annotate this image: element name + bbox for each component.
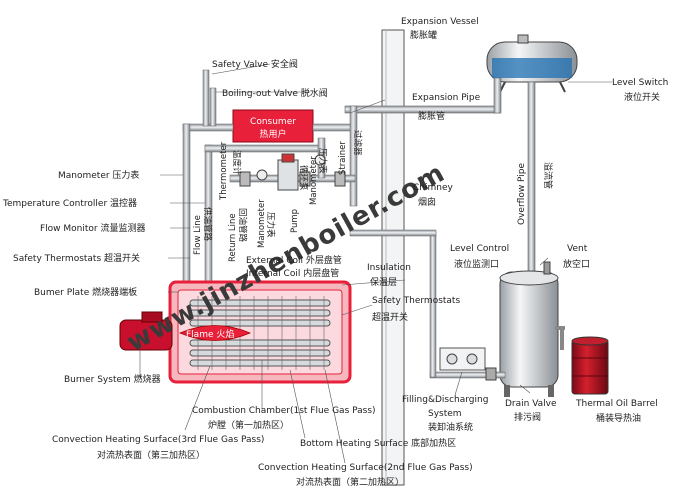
external-coil-label: External Coil 外层盘管 bbox=[246, 254, 342, 266]
expansion-pipe-label-cn: 膨胀管 bbox=[418, 110, 445, 122]
drain-valve-label-en: Drain Valve bbox=[505, 399, 557, 409]
expansion-vessel bbox=[486, 34, 578, 93]
overflow-pipe bbox=[527, 81, 536, 273]
drain-valve-label-cn: 排污阀 bbox=[514, 411, 541, 423]
safety-valve-label: Safety Valve 安全阀 bbox=[212, 58, 298, 70]
manometer-mid-label-cn: 压力表 bbox=[265, 212, 276, 238]
internal-coil-label: Internal Coil 内层盘管 bbox=[246, 267, 339, 279]
expansion-vessel-label-cn: 膨胀罐 bbox=[410, 29, 437, 41]
convection-2nd-label-cn: 对流热表面（第二加热区） bbox=[296, 476, 404, 488]
safety-thermostats-right-label-cn: 超温开关 bbox=[372, 311, 408, 323]
level-control-label-cn: 液位监测口 bbox=[454, 258, 499, 270]
pump-assembly bbox=[239, 153, 346, 191]
manometer-right-label-cn: 压力表 bbox=[317, 148, 328, 174]
chimney bbox=[381, 29, 405, 486]
pump-label-cn: 循环泵 bbox=[298, 165, 309, 191]
vent-label-cn: 放空口 bbox=[563, 258, 590, 270]
manometer-right-label-en: Manometer bbox=[309, 156, 319, 205]
expansion-pipe-label-en: Expansion Pipe bbox=[412, 93, 481, 103]
boiler-body: Flame 火焰 bbox=[168, 280, 352, 384]
manometer-mid-label-en: Manometer bbox=[257, 199, 267, 248]
safety-thermostats-left-label: Safety Thermostats 超温开关 bbox=[13, 252, 140, 264]
expansion-vessel-label-en: Expansion Vessel bbox=[401, 17, 479, 27]
thermal-oil-barrel-label-cn: 桶装导热油 bbox=[596, 412, 641, 424]
labels: Expansion Vessel 膨胀罐 Safety Valve 安全阀 Bo… bbox=[2, 17, 668, 488]
flow-monitor-label: Flow Monitor 流量监测器 bbox=[40, 222, 145, 234]
bottom-heating-label: Bottom Heating Surface 底部加热区 bbox=[300, 437, 456, 449]
boiling-out-valve-label: Boiling-out Valve 脱水阀 bbox=[222, 87, 328, 99]
thermometer-label-en: Thermometer bbox=[219, 141, 229, 201]
insulation-label-en: Insulation bbox=[367, 263, 411, 273]
level-switch-label-en: Level Switch bbox=[612, 78, 668, 88]
safety-thermostats-right-label-en: Safety Thermostats bbox=[372, 296, 460, 306]
consumer-label-cn: 热用户 bbox=[259, 128, 286, 140]
level-control-label-en: Level Control bbox=[450, 244, 509, 254]
leader-lines bbox=[139, 63, 612, 464]
filling-label-cn: 装卸油系统 bbox=[428, 421, 473, 433]
combustion-chamber-label-cn: 炉膛（第一加热区） bbox=[208, 419, 289, 431]
thermal-oil-barrel-label-en: Thermal Oil Barrel bbox=[575, 399, 658, 409]
expansion-pipe bbox=[344, 77, 502, 114]
combustion-chamber-label-en: Combustion Chamber(1st Flue Gas Pass) bbox=[192, 406, 376, 416]
burner-plate-label: Bumer Plate 燃烧器端板 bbox=[34, 286, 137, 298]
temperature-controller-label: Temperature Controller 温控器 bbox=[2, 197, 137, 209]
strainer-label-en: Strainer bbox=[338, 141, 348, 175]
return-line-label-cn: 回油管路 bbox=[237, 208, 248, 243]
overflow-pipe-label-cn: 溢流管 bbox=[542, 162, 554, 189]
filling-label-en-2: System bbox=[428, 409, 462, 419]
flow-line-label-cn: 供油管路 bbox=[202, 207, 213, 242]
overflow-pipe-label-en: Overflow Pipe bbox=[517, 163, 527, 225]
chimney-label-cn: 烟囱 bbox=[418, 196, 436, 208]
consumer: Consumer 热用户 bbox=[232, 109, 314, 143]
pump-label-en: Pump bbox=[290, 209, 300, 233]
convection-2nd-label-en: Convection Heating Surface(2nd Flue Gas … bbox=[258, 463, 473, 473]
manometer-left-label: Manometer 压力表 bbox=[58, 169, 139, 181]
flame-label: Flame 火焰 bbox=[186, 328, 234, 340]
level-switch-label-cn: 液位开关 bbox=[624, 91, 660, 103]
return-line-label-en: Return Line bbox=[228, 213, 238, 262]
vent-label-en: Vent bbox=[567, 244, 588, 254]
storage-tank bbox=[499, 261, 559, 397]
insulation-label-cn: 保温层 bbox=[370, 276, 397, 288]
burner-system-label: Burner System 燃烧器 bbox=[64, 373, 161, 385]
thermometer-label-cn: 温度计 bbox=[231, 150, 242, 176]
convection-3rd-label-cn: 对流热表面（第三加热区） bbox=[97, 449, 205, 461]
filling-pipes bbox=[349, 229, 506, 381]
convection-3rd-label-en: Convection Heating Surface(3rd Flue Gas … bbox=[52, 435, 264, 445]
flow-line-label-en: Flow Line bbox=[193, 215, 203, 255]
consumer-label-en: Consumer bbox=[250, 117, 296, 127]
strainer-label-cn: 过滤器 bbox=[352, 130, 363, 156]
filling-label-en-1: Filling&Discharging bbox=[402, 395, 488, 405]
thermal-oil-barrel bbox=[555, 326, 609, 395]
chimney-label-en: Chimney bbox=[413, 183, 453, 193]
burner bbox=[119, 311, 173, 351]
